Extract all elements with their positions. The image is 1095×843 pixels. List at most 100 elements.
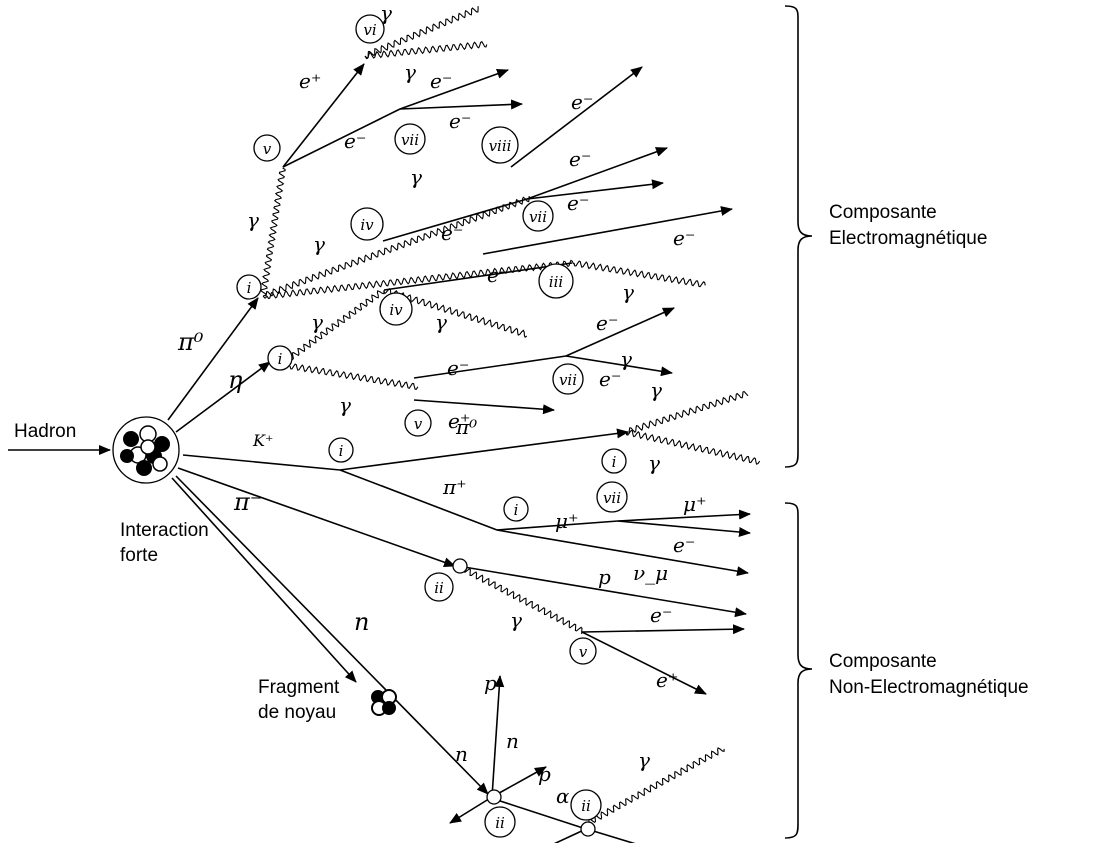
- label-eplus-bottom: e⁺: [656, 668, 678, 692]
- label-eminus-v2: e⁻: [447, 356, 469, 380]
- label-p-fragment: p: [484, 671, 497, 695]
- process-badge-v-lower: v: [414, 415, 423, 433]
- label-eminus-right: e⁻: [673, 226, 695, 250]
- eminus-brems-arrow: [399, 69, 509, 110]
- label-eminus-iii: e⁻: [487, 263, 509, 287]
- process-badge-vii-muon: vii: [603, 489, 621, 507]
- label-eminus-vii-lower: e⁻: [599, 367, 621, 391]
- numu-arrow: [496, 529, 749, 577]
- photon-gamma-lower: [266, 259, 575, 300]
- photon-vi-upper: [364, 6, 479, 59]
- process-badge-v-top: v: [263, 140, 272, 158]
- label-fragment-line1: Fragment: [258, 677, 340, 698]
- label-gamma-left: γ: [247, 208, 259, 232]
- eta-track: [175, 361, 271, 433]
- eminus-track-v: [282, 108, 401, 168]
- pi0-secondary-track: [339, 428, 629, 471]
- eminus-brems-arrow-2: [526, 147, 668, 200]
- piplus-track: [339, 469, 498, 531]
- proton-track: [463, 566, 747, 618]
- label-muplus-left: μ⁺: [555, 509, 579, 533]
- eminus-brems-arrow-3: [565, 307, 675, 357]
- process-badge-i-piplus: i: [514, 501, 519, 519]
- process-badges: vi v vii viii iv vii i iii iv i vii v i …: [236, 14, 628, 838]
- label-nonem-component-line1: Composante: [829, 651, 937, 672]
- eminus-out-arrow-2: [526, 179, 664, 200]
- muplus-track: [496, 520, 619, 531]
- eminus-track-v2: [413, 355, 567, 379]
- process-badge-i-pi0: i: [247, 279, 252, 297]
- label-gamma-eta-upper: γ: [311, 310, 323, 334]
- label-gamma-ii: γ: [510, 608, 522, 632]
- photon-gamma-upper: [262, 195, 530, 299]
- label-gamma-ii-lower: γ: [638, 748, 650, 772]
- eplus-track-v: [282, 63, 365, 168]
- process-badge-iv-lower: iv: [389, 301, 403, 319]
- n-out-arrow-left: [449, 796, 493, 824]
- photon-eta-upper: [289, 290, 385, 361]
- brace-em-component: [784, 5, 813, 468]
- label-em-component-line2: Electromagnétique: [829, 228, 987, 249]
- process-badge-v-bottom: v: [579, 643, 588, 661]
- process-badge-vi: vi: [363, 21, 376, 39]
- label-interaction-line2: forte: [120, 545, 158, 566]
- eminus-decay-arrow: [617, 520, 751, 537]
- label-eminus-bottom: e⁻: [650, 603, 672, 627]
- label-p-to-vertex: p: [538, 762, 551, 786]
- process-badge-i-pi0-secondary: i: [612, 453, 617, 471]
- label-piplus: π⁺: [442, 475, 467, 499]
- muplus-out-arrow: [617, 509, 751, 522]
- label-eminus-vii-mid: e⁻: [567, 191, 589, 215]
- process-badge-ii-pminus: ii: [434, 579, 444, 597]
- eminus-out-arrow: [399, 99, 523, 110]
- vertex-dot-proton: [580, 821, 596, 837]
- eminus-long-arrow-2: [482, 206, 733, 255]
- photon-lines: [260, 6, 761, 827]
- photon-to-v: [260, 167, 286, 297]
- label-gamma-iv: γ: [435, 310, 447, 334]
- eminus-long-arrow: [510, 66, 643, 168]
- process-badge-viii: viii: [489, 137, 512, 155]
- kplus-track: [182, 454, 341, 471]
- n-out-arrow-right: [491, 766, 547, 798]
- process-badge-iii: iii: [549, 273, 564, 291]
- label-hadron: Hadron: [14, 421, 76, 442]
- label-eminus-iv: e⁻: [441, 221, 463, 245]
- piminus-track: [177, 467, 456, 568]
- interaction-nucleus: [112, 416, 180, 484]
- label-eplus-v2: e⁺: [448, 409, 470, 433]
- label-gamma-iii: γ: [622, 280, 634, 304]
- photon-ii-lower: [585, 747, 725, 827]
- label-eminus-v: e⁻: [344, 129, 366, 153]
- process-badge-vii-top: vii: [401, 131, 419, 149]
- label-gamma-upper: γ: [410, 165, 422, 189]
- label-interaction-line1: Interaction: [120, 520, 209, 541]
- pi0-track: [167, 297, 259, 421]
- eminus-out-arrow-3: [565, 355, 673, 377]
- process-badge-i-eta: i: [278, 350, 283, 368]
- label-pi0-secondary: π⁰: [455, 415, 477, 439]
- label-eminus-vii-lower-brems: e⁻: [596, 311, 618, 335]
- label-gamma-middle: γ: [313, 232, 325, 256]
- process-badge-vii-lower: vii: [559, 371, 577, 389]
- process-badge-i-kplus: i: [339, 442, 344, 460]
- label-kplus: K⁺: [252, 431, 273, 450]
- p-to-vertex-line: [493, 798, 587, 830]
- label-eminus-vii: e⁻: [449, 109, 471, 133]
- label-muplus-right: μ⁺: [683, 492, 707, 516]
- eplus-track-v2: [413, 399, 555, 415]
- photon-iii-out: [573, 260, 706, 288]
- eminus-track-iii: [383, 262, 573, 291]
- process-badge-ii-neutron: ii: [495, 814, 505, 832]
- label-eta: η: [228, 366, 243, 394]
- eplus-pair-arrow: [581, 631, 707, 695]
- process-badge-vii-middle: vii: [529, 208, 547, 226]
- label-gamma-vi: γ: [380, 1, 392, 25]
- label-eminus-brems: e⁻: [430, 69, 452, 93]
- eminus-pair-arrow: [581, 624, 745, 635]
- photon-ii-to-v: [463, 568, 583, 634]
- label-n-fragment-right: n: [506, 729, 519, 753]
- p-out-arrow: [491, 675, 505, 798]
- label-nonem-component-line2: Non-Electromagnétique: [829, 677, 1029, 698]
